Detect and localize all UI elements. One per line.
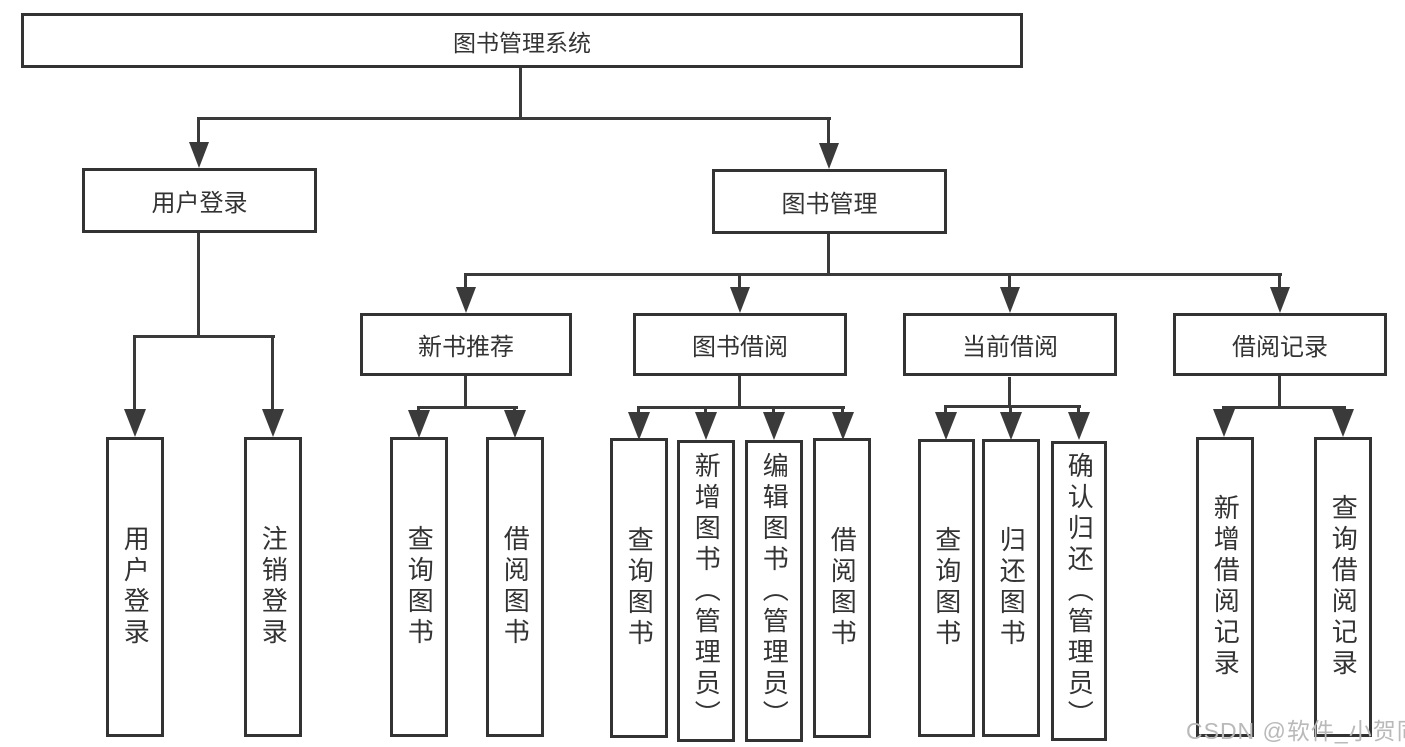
leaf-user-login: 用户登录 <box>106 437 164 737</box>
leaf-logout: 注销登录 <box>244 437 302 737</box>
arrow-down-icon <box>456 287 476 313</box>
arrow-down-icon <box>1213 409 1235 437</box>
arrow-down-icon <box>1000 412 1022 440</box>
leaf-current-query-books: 查询图书 <box>918 439 975 737</box>
arrow-down-icon <box>262 409 284 437</box>
arrow-down-icon <box>408 410 430 438</box>
node-book-borrowing: 图书借阅 <box>633 313 847 376</box>
connector-borrow-records-down <box>1278 376 1281 409</box>
node-book-management: 图书管理 <box>712 169 947 234</box>
connector-to-borrow-records <box>1278 273 1281 291</box>
connector-to-book-management <box>827 117 830 145</box>
leaf-current-return-books: 归还图书 <box>982 439 1040 737</box>
node-new-book-recommendation: 新书推荐 <box>360 313 572 376</box>
connector-user-login-branch <box>133 335 275 338</box>
csdn-watermark: CSDN @软件_小贺同学 <box>1186 718 1405 744</box>
arrow-down-icon <box>628 412 650 440</box>
connector-book-borrow-branch <box>637 406 845 409</box>
arrow-down-icon <box>819 143 839 169</box>
connector-to-new-book <box>464 273 467 291</box>
connector-new-book-branch <box>417 406 518 409</box>
connector-trunk <box>519 68 522 119</box>
leaf-records-query-record: 查询借阅记录 <box>1314 437 1372 737</box>
arrow-down-icon <box>1332 409 1354 437</box>
leaf-records-add-record: 新增借阅记录 <box>1196 437 1254 737</box>
arrow-down-icon <box>695 412 717 440</box>
connector-leaf <box>944 405 947 415</box>
leaf-borrow-borrow-books: 借阅图书 <box>813 438 871 738</box>
node-current-borrowing: 当前借阅 <box>903 313 1117 376</box>
node-user-login: 用户登录 <box>82 168 317 233</box>
leaf-newbook-query-books: 查询图书 <box>390 437 448 737</box>
connector-leaf <box>1077 405 1080 415</box>
connector-to-book-borrow <box>738 273 741 291</box>
connector-leaf <box>1009 405 1012 415</box>
connector-book-borrow-down <box>738 376 741 409</box>
connector-current-borrow-down <box>1008 377 1011 408</box>
arrow-down-icon <box>1000 287 1020 313</box>
connector-current-borrow-branch <box>944 405 1081 408</box>
connector-leaf <box>704 406 707 416</box>
node-library-management-system: 图书管理系统 <box>21 13 1023 68</box>
connector-user-login-down <box>197 233 200 337</box>
connector-to-leaf-logout <box>271 335 274 415</box>
leaf-current-confirm-return-admin: 确认归还（管理员） <box>1051 441 1107 741</box>
arrow-down-icon <box>1068 412 1090 440</box>
arrow-down-icon <box>504 410 526 438</box>
arrow-down-icon <box>935 412 957 440</box>
connector-to-user-login <box>197 117 200 145</box>
arrow-down-icon <box>763 412 785 440</box>
connector-book-management-down <box>827 234 830 276</box>
leaf-borrow-query-books: 查询图书 <box>610 438 668 738</box>
connector-leaf <box>841 406 844 416</box>
arrow-down-icon <box>832 412 854 440</box>
connector-level3 <box>464 273 1282 276</box>
connector-borrow-records-branch <box>1222 406 1346 409</box>
connector-to-current-borrow <box>1008 273 1011 291</box>
arrow-down-icon <box>124 409 146 437</box>
connector-level2 <box>197 117 831 120</box>
connector-to-leaf-user-login <box>133 335 136 415</box>
arrow-down-icon <box>1270 287 1290 313</box>
arrow-down-icon <box>189 142 209 168</box>
connector-new-book-down <box>464 376 467 409</box>
arrow-down-icon <box>730 287 750 313</box>
node-borrowing-records: 借阅记录 <box>1173 313 1387 376</box>
connector-leaf <box>637 406 640 416</box>
leaf-newbook-borrow-books: 借阅图书 <box>486 437 544 737</box>
leaf-borrow-edit-books-admin: 编辑图书（管理员） <box>745 440 803 742</box>
leaf-borrow-add-books-admin: 新增图书（管理员） <box>677 440 735 742</box>
connector-leaf <box>772 406 775 416</box>
